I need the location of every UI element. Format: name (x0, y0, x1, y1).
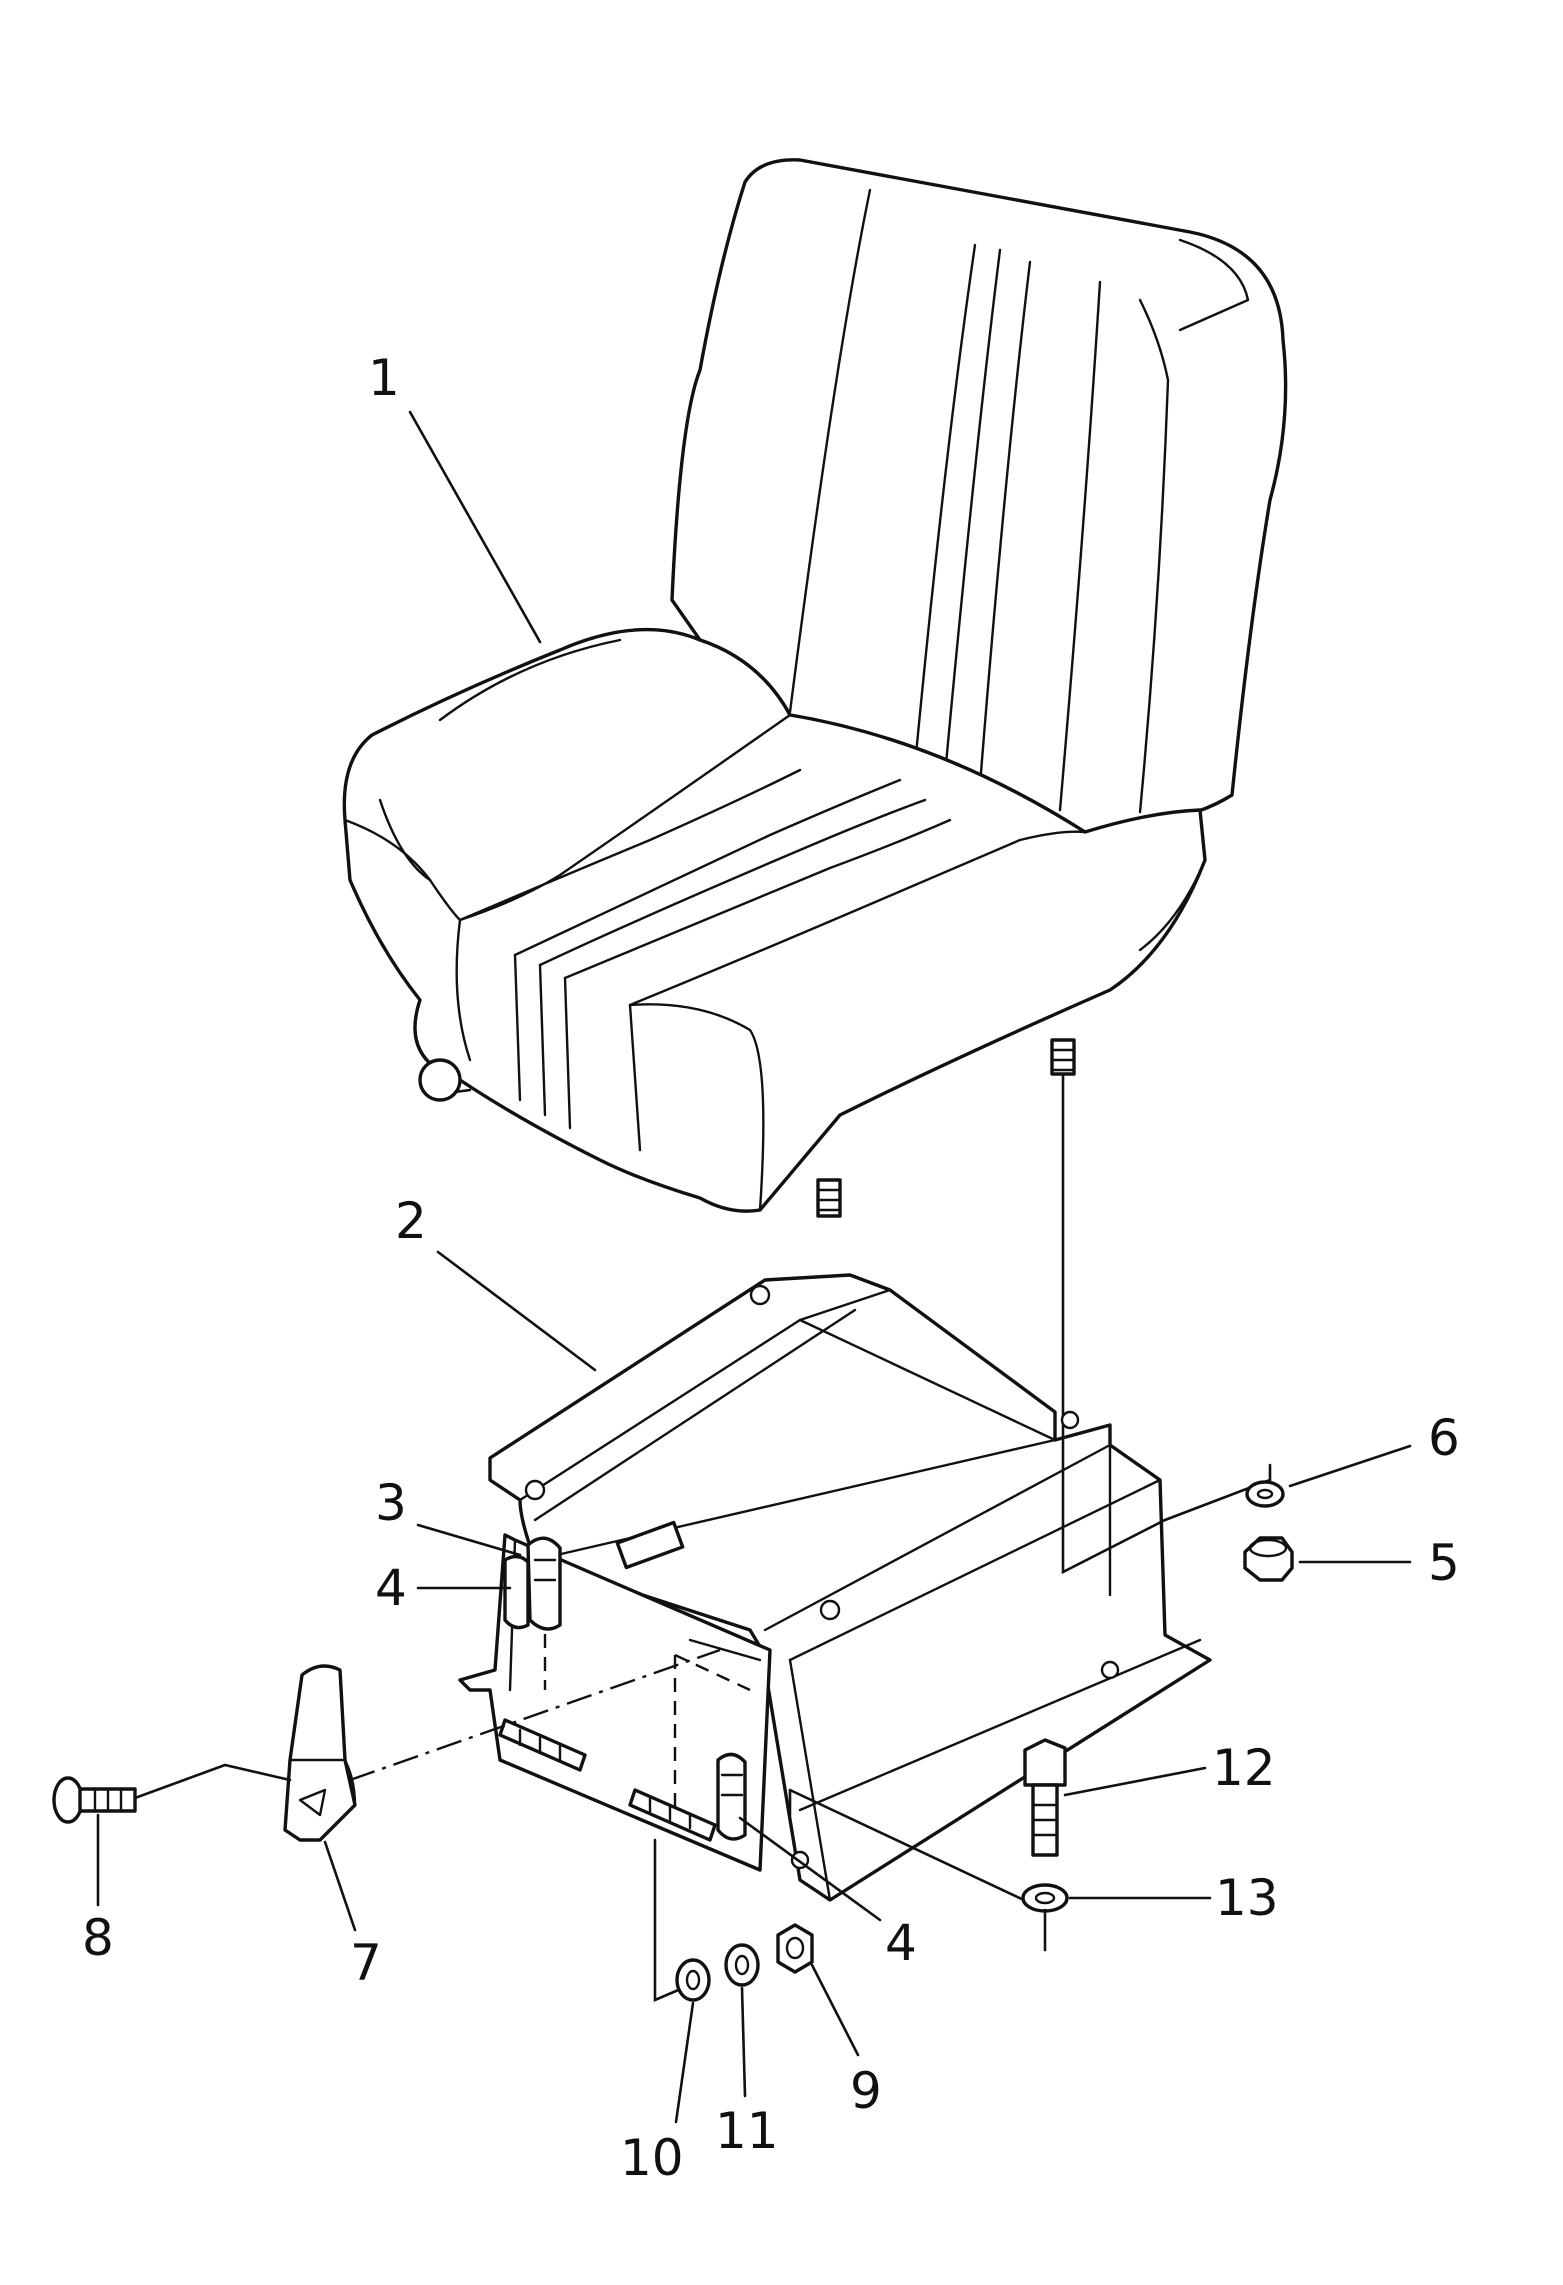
callout-4-upper: 4 (375, 1559, 407, 1617)
seat-bracket (458, 1273, 1212, 1902)
part-6-washer (1245, 1480, 1285, 1508)
part-11-washer (724, 1943, 760, 1987)
callout-13: 13 (1215, 1869, 1279, 1927)
callout-2: 2 (395, 1192, 427, 1250)
part-9-nut (776, 1923, 814, 1974)
callout-8: 8 (82, 1909, 114, 1967)
part-8-bolt (52, 1776, 137, 1824)
seat-cushion (342, 627, 1207, 1213)
part-3-lever (526, 1536, 562, 1631)
part-7-handle (283, 1664, 357, 1842)
part-4-guide-lower (716, 1752, 747, 1841)
callout-1: 1 (368, 349, 400, 407)
callout-12: 12 (1212, 1739, 1276, 1797)
seat-adjuster-knob (418, 1058, 462, 1102)
callout-6: 6 (1428, 1409, 1460, 1467)
callout-leaders (96, 410, 1412, 2124)
callout-10: 10 (620, 2129, 684, 2187)
part-12-bolt (1023, 1738, 1067, 1857)
callout-3: 3 (375, 1474, 407, 1532)
callout-labels: 1 2 3 4 4 5 6 7 8 9 10 11 12 13 (82, 349, 1460, 2187)
callout-9: 9 (850, 2062, 882, 2120)
callout-11: 11 (715, 2102, 779, 2160)
callout-7: 7 (350, 1934, 382, 1992)
part-5-nut (1243, 1536, 1294, 1582)
callout-5: 5 (1428, 1534, 1460, 1592)
seat-assembly (342, 158, 1288, 1218)
part-10-washer (675, 1958, 711, 2002)
part-4-guide-upper (503, 1554, 530, 1630)
seat-stud-front (816, 1178, 842, 1218)
seat-stud-rear (1050, 1038, 1076, 1076)
part-13-washer (1021, 1883, 1069, 1913)
callout-4-lower: 4 (885, 1914, 917, 1972)
